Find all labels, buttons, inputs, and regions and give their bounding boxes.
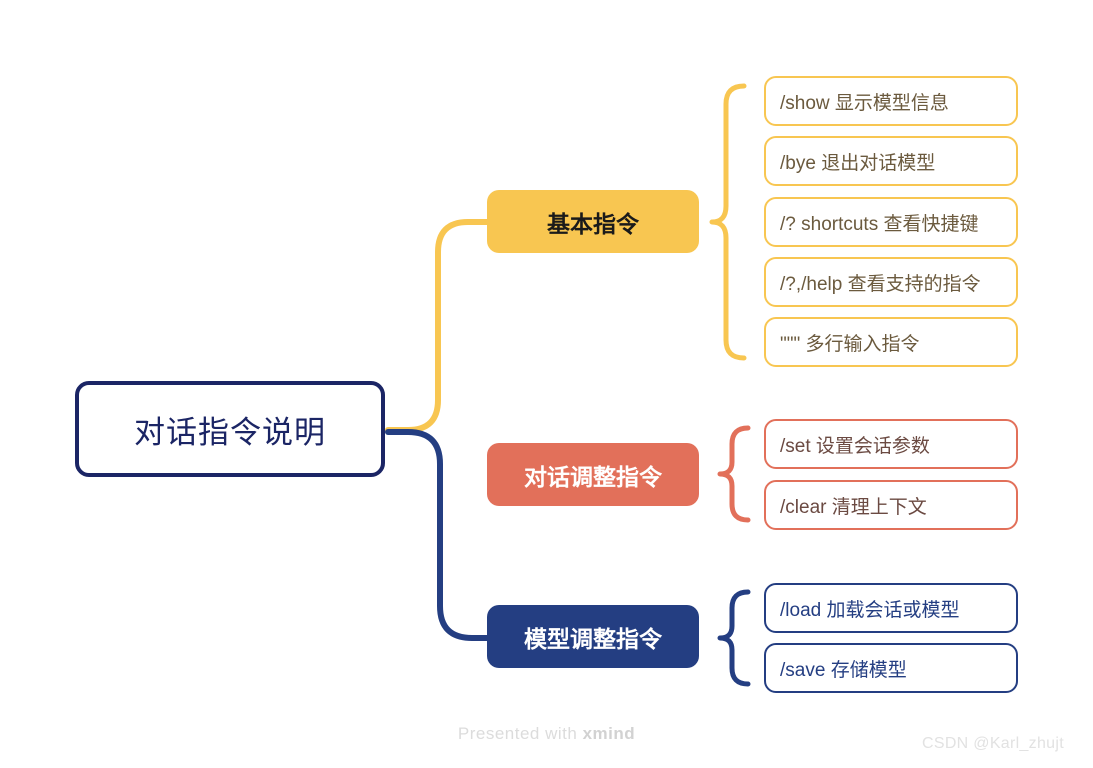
brace-basic: [709, 83, 747, 361]
leaf-node-label: """ 多行输入指令: [780, 333, 920, 355]
leaf-node-label: /set 设置会话参数: [780, 435, 930, 457]
leaf-node[interactable]: /?,/help 查看支持的指令: [764, 257, 1018, 307]
leaf-node[interactable]: """ 多行输入指令: [764, 317, 1018, 367]
branch-node-dialog-adjust-label: 对话调整指令: [524, 463, 662, 490]
leaf-node-label: /clear 清理上下文: [780, 496, 927, 518]
root-node[interactable]: 对话指令说明: [75, 381, 385, 477]
branch-node-basic-label: 基本指令: [547, 210, 639, 237]
branch-node-model-adjust-label: 模型调整指令: [524, 625, 662, 652]
connector-root-to-basic: [385, 219, 490, 433]
xmind-watermark-brand: xmind: [582, 724, 636, 743]
branch-node-dialog-adjust[interactable]: 对话调整指令: [487, 443, 699, 506]
connector-root-to-model-adjust: [385, 429, 493, 641]
csdn-watermark: CSDN @Karl_zhujt: [922, 735, 1064, 752]
leaf-node-label: /?,/help 查看支持的指令: [780, 273, 981, 295]
leaf-node-label: /load 加载会话或模型: [780, 599, 960, 621]
brace-model-adjust: [717, 589, 751, 687]
xmind-watermark-prefix: Presented with: [457, 724, 583, 743]
leaf-node-label: /save 存储模型: [780, 659, 907, 681]
leaf-node[interactable]: /save 存储模型: [764, 643, 1018, 693]
leaf-node-label: /bye 退出对话模型: [780, 152, 936, 174]
branch-node-basic[interactable]: 基本指令: [487, 190, 699, 253]
leaf-node[interactable]: /clear 清理上下文: [764, 480, 1018, 530]
xmind-watermark: Presented with xmind: [0, 724, 1093, 744]
leaf-node[interactable]: /? shortcuts 查看快捷键: [764, 197, 1018, 247]
leaf-node-label: /show 显示模型信息: [780, 92, 949, 114]
leaf-node[interactable]: /bye 退出对话模型: [764, 136, 1018, 186]
root-node-label: 对话指令说明: [134, 414, 326, 450]
brace-dialog-adjust: [717, 425, 751, 523]
leaf-node[interactable]: /set 设置会话参数: [764, 419, 1018, 469]
leaf-node-label: /? shortcuts 查看快捷键: [780, 213, 979, 235]
leaf-node[interactable]: /load 加载会话或模型: [764, 583, 1018, 633]
leaf-node[interactable]: /show 显示模型信息: [764, 76, 1018, 126]
branch-node-model-adjust[interactable]: 模型调整指令: [487, 605, 699, 668]
